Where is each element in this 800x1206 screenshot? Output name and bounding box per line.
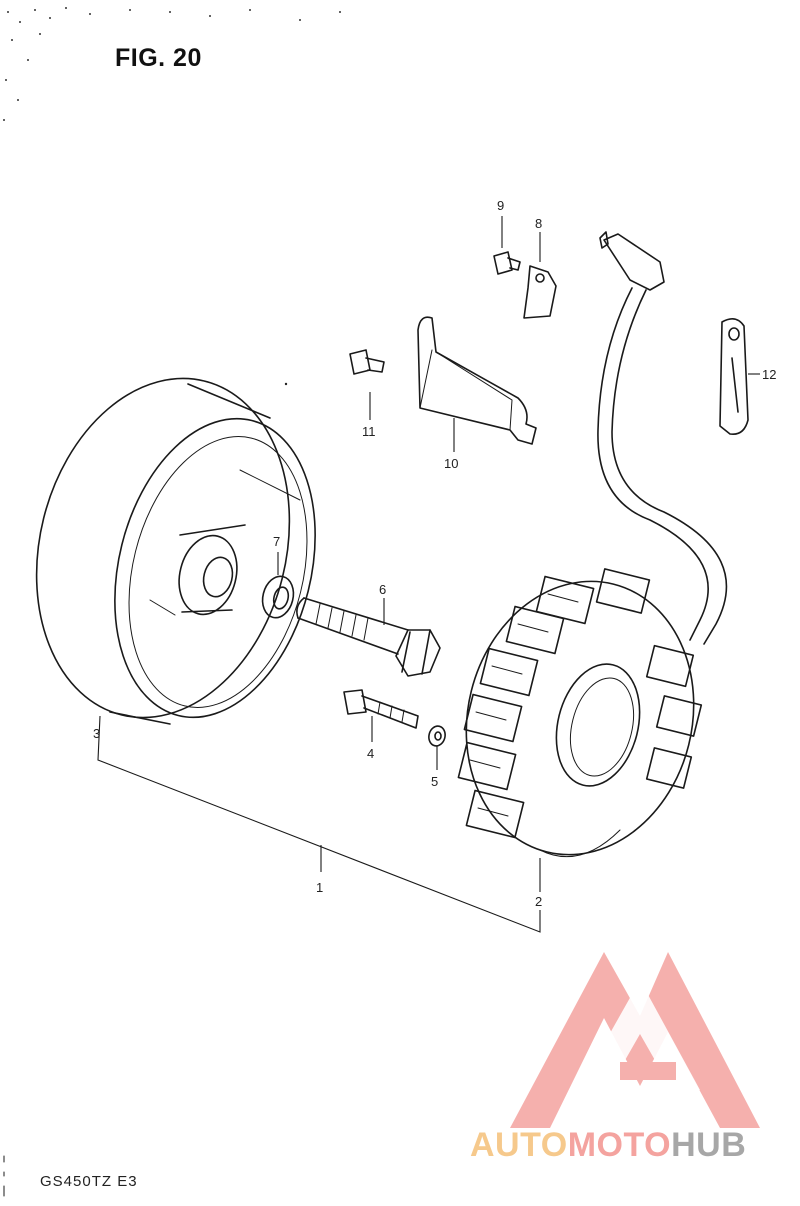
callout-9: 9: [497, 198, 504, 213]
watermark-logo: [510, 952, 760, 1128]
callout-8: 8: [535, 216, 542, 231]
callout-labels: 3 1 2 6 7 4 5 8 9 10 11 12: [93, 198, 776, 909]
guide-part-10: [417, 316, 537, 445]
callout-6: 6: [379, 582, 386, 597]
callout-3: 3: [93, 726, 100, 741]
callout-4: 4: [367, 746, 374, 761]
scan-speckle: [3, 7, 341, 121]
watermark-word-moto: MOTO: [567, 1126, 672, 1164]
screw-part-4: [343, 689, 419, 729]
screw-part-11: [349, 349, 385, 375]
stator-part-2: [457, 568, 703, 858]
watermark-word-hub: HUB: [671, 1126, 747, 1164]
bolt-part-6: [296, 597, 441, 677]
watermark-text: AUTOMOTOHUB: [470, 1126, 746, 1165]
callout-10: 10: [444, 456, 458, 471]
wire-harness: [597, 231, 728, 645]
figure-title: FIG. 20: [115, 44, 202, 72]
leader-lines: [97, 216, 760, 933]
clamp-part-12: [719, 318, 749, 436]
plate-part-8: [523, 265, 557, 319]
screw-part-9: [493, 251, 521, 275]
model-code: GS450TZ E3: [40, 1173, 138, 1190]
callout-11: 11: [362, 424, 376, 439]
washer-part-5: [428, 725, 446, 747]
callout-5: 5: [431, 774, 438, 789]
rotor-part-3: [35, 377, 316, 725]
callout-7: 7: [273, 534, 280, 549]
callout-2: 2: [535, 894, 542, 909]
washer-part-7: [261, 575, 295, 619]
callout-1: 1: [316, 880, 323, 895]
watermark-word-auto: AUTO: [470, 1126, 568, 1164]
callout-12: 12: [762, 367, 776, 382]
